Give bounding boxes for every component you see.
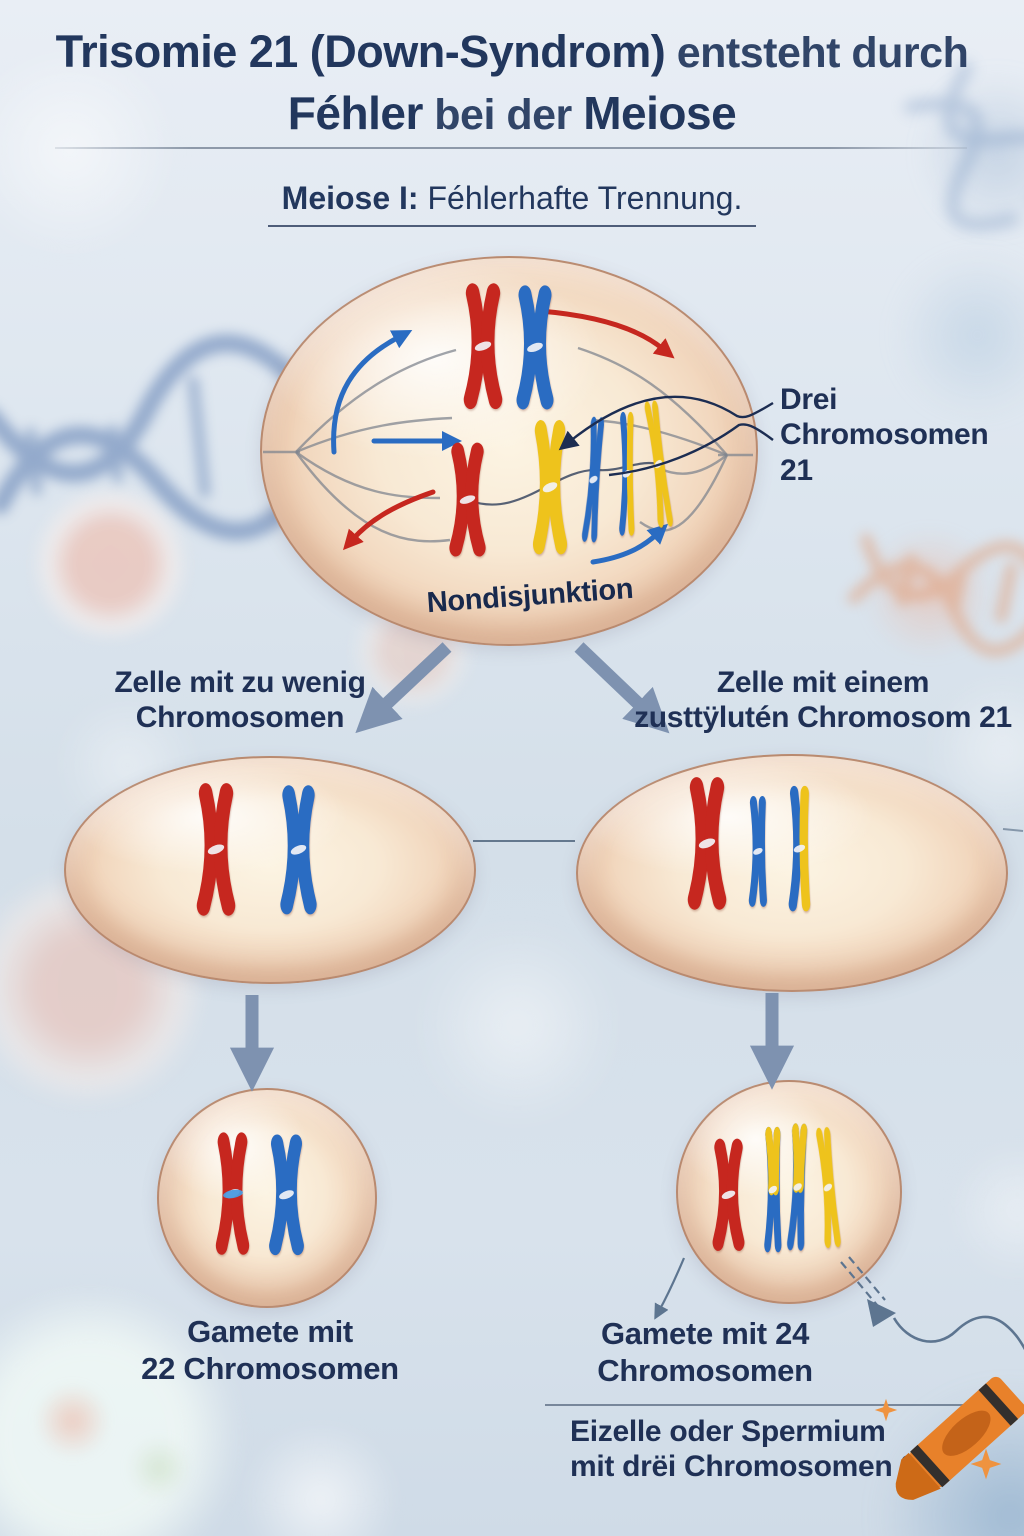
yellow-blue-chromosome-21 xyxy=(790,1131,804,1244)
gamete-cell-22 xyxy=(157,1088,377,1308)
sperm-arrowhead xyxy=(867,1299,896,1327)
sparkle-icon xyxy=(970,1448,1002,1480)
left-daughter-label: Zelle mit zu wenig Chromosomen xyxy=(58,665,422,736)
title-bold: Trisomie 21 (Down-Syndrom) xyxy=(55,26,666,77)
subtitle-rest: Féhlerhafte Trennung. xyxy=(418,180,743,216)
blue-chromosome xyxy=(275,1144,298,1246)
blue-yellow-chromosome xyxy=(793,793,806,904)
subtitle: Meiose I: Féhlerhafte Trennung. xyxy=(0,180,1024,227)
annotation-three-chromosomes: Drei Chromosomen 21 xyxy=(780,382,1024,488)
dna-helix-decoration xyxy=(904,61,1024,231)
yellow-blue-chromosome-21 xyxy=(768,1134,779,1245)
label-line: 22 Chromosomen xyxy=(141,1350,399,1386)
blurred-cell xyxy=(128,1438,190,1498)
red-arrow-bottom-left xyxy=(342,489,436,551)
left-daughter-chromosomes xyxy=(204,793,311,905)
segregation-arrows xyxy=(331,308,675,565)
footer-line2: mit drëi Chromosomen 2 xyxy=(570,1450,917,1484)
annotation-line2: Chromosomen 21 xyxy=(780,418,989,487)
bokeh-blob xyxy=(0,40,180,260)
sparkle-icon xyxy=(874,1398,898,1422)
crayon-logo xyxy=(874,1376,1024,1500)
page-title-line2: Féhler bei der Meiose xyxy=(0,86,1024,140)
red-chromosome xyxy=(471,293,496,400)
daughter-cell-missing-chromosome xyxy=(64,756,476,984)
footer-divider xyxy=(545,1404,1011,1406)
blue-chromosome xyxy=(585,424,602,535)
title-bold: Meiose xyxy=(583,87,737,139)
annotation-line1: Drei xyxy=(780,383,838,416)
footer-line1: Eizelle oder Spermium xyxy=(570,1415,886,1448)
blue-chromosome xyxy=(523,295,547,400)
label-line: Zelle mit einem xyxy=(716,666,930,699)
annotation-pointer xyxy=(558,395,774,477)
label-line: Chromosomen xyxy=(597,1352,813,1388)
footer-caption: Eizelle oder Spermium mit drëi Chromosom… xyxy=(570,1414,1022,1484)
blurred-cell xyxy=(895,255,1024,415)
red-arrow-top-right xyxy=(537,308,675,359)
blue-arrow-up-left xyxy=(331,330,413,455)
yellow-chromosome-21 xyxy=(539,430,561,544)
label-line: zusttÿlutén Chromosom 21 xyxy=(634,701,1012,735)
right-daughter-chromosomes xyxy=(695,787,807,904)
red-chromosome xyxy=(695,787,720,899)
gamete-cell-24 xyxy=(676,1080,902,1304)
label-line: Gamete mit 24 xyxy=(600,1316,810,1351)
title-mid: bei der xyxy=(422,91,584,139)
bokeh-blob xyxy=(238,1425,403,1536)
sperm-arrow xyxy=(840,1256,1024,1351)
right-daughter-label: Zelle mit einem zusttÿlutén Chromosom 21 xyxy=(622,665,1024,736)
label-pointer-arrow xyxy=(654,1257,686,1320)
red-chromosome xyxy=(204,793,229,905)
bokeh-blob xyxy=(415,925,620,1125)
right-gamete-chromosomes xyxy=(718,1131,837,1245)
blue-chromosome xyxy=(752,802,763,900)
red-chromosome xyxy=(718,1147,739,1242)
crayon-icon xyxy=(895,1376,1024,1500)
title-underline xyxy=(55,147,967,149)
yellow-chromosome-21 xyxy=(818,1134,837,1241)
blue-arrow-bottom-right xyxy=(590,523,668,565)
spindle-fibers xyxy=(263,346,753,543)
title-bold: Féhler xyxy=(287,87,424,139)
title-rest: entsteht durch xyxy=(665,29,969,77)
left-gamete-chromosomes xyxy=(222,1142,298,1246)
connector-stub xyxy=(1002,828,1024,832)
label-line: Zelle mit zu wenig xyxy=(114,666,366,699)
sperm-tail xyxy=(892,1315,1024,1351)
blurred-cell xyxy=(35,1385,110,1457)
blurred-cell xyxy=(28,488,193,640)
meiosis-cell xyxy=(260,256,758,646)
label-line: Chromosomen xyxy=(135,701,345,735)
arrow-to-right-cell xyxy=(574,642,670,734)
dna-helix-decoration xyxy=(847,533,1024,657)
red-chromosome xyxy=(456,451,480,547)
subtitle-bold: Meiose I: xyxy=(281,180,419,216)
page-title-line1: Trisomie 21 (Down-Syndrom) entsteht durc… xyxy=(0,26,1024,78)
right-gamete-label: Gamete mit 24 Chromosomen xyxy=(543,1316,867,1389)
blue-chromosome xyxy=(287,795,311,904)
arrow-to-left-cell xyxy=(355,642,452,734)
left-gamete-label: Gamete mit 22 Chromosomen xyxy=(88,1314,452,1387)
blue-centromere xyxy=(223,1189,243,1199)
label-line: Gamete mit xyxy=(187,1314,353,1349)
